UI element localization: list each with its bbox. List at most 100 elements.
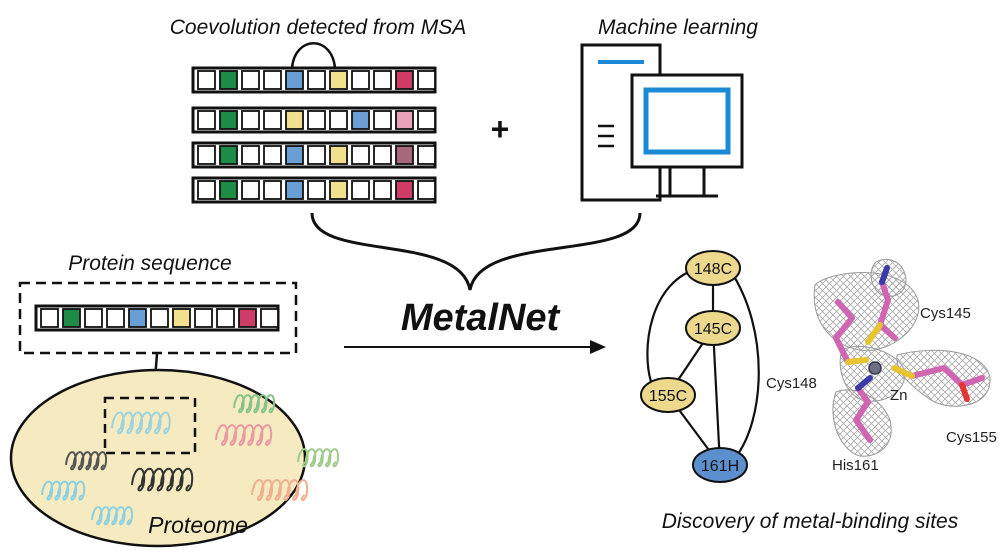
msa-cell [395, 180, 414, 200]
msa-cell [307, 110, 326, 130]
selected-protein-box [103, 396, 197, 455]
msa-cell [351, 70, 370, 90]
network-node-shape [685, 250, 741, 286]
msa-cell [373, 145, 392, 165]
msa-cell [241, 110, 260, 130]
msa-cell [285, 70, 304, 90]
msa-cell [329, 110, 348, 130]
residue-label-zn: Zn [890, 387, 908, 404]
msa-row [191, 176, 437, 204]
residue-label-cys145: Cys145 [920, 305, 971, 322]
protein-coil [215, 424, 273, 446]
protein-coil [131, 467, 194, 492]
msa-cell [373, 180, 392, 200]
network-node-label: 148C [694, 261, 732, 278]
msa-cell [263, 70, 282, 90]
msa-row [191, 66, 437, 94]
network-node-shape [685, 310, 741, 346]
coevolution-label: Coevolution detected from MSA [170, 16, 466, 39]
proteome-label: Proteome [148, 512, 248, 538]
msa-cell [219, 110, 238, 130]
protein-coil [111, 411, 171, 435]
protein-cell [40, 308, 59, 328]
computer-icon [580, 43, 744, 202]
protein-cell [150, 308, 169, 328]
protein-cell [238, 308, 257, 328]
machine-learning-label: Machine learning [598, 16, 758, 39]
metalnet-title: MetalNet [401, 297, 561, 339]
protein-coil [41, 480, 86, 501]
protein-coil [251, 479, 309, 501]
msa-block [191, 66, 437, 204]
plus-sign: + [491, 111, 510, 147]
network-node-label: 161H [701, 458, 739, 475]
residue-label-cys155: Cys155 [946, 429, 997, 446]
msa-cell [395, 70, 414, 90]
msa-cell [219, 70, 238, 90]
protein-cell [260, 308, 279, 328]
msa-cell [285, 110, 304, 130]
msa-cell [241, 180, 260, 200]
network-edge [646, 266, 701, 386]
network-node-shape [640, 377, 696, 413]
msa-cell [197, 70, 216, 90]
msa-cell [307, 145, 326, 165]
msa-cell [329, 145, 348, 165]
msa-cell [373, 110, 392, 130]
network-node-155c: 155C [640, 377, 696, 413]
protein-sequence-label: Protein sequence [68, 252, 231, 275]
network-node-shape [692, 447, 748, 483]
network-edge [711, 327, 722, 466]
msa-cell [219, 180, 238, 200]
msa-cell [263, 110, 282, 130]
protein-cell [128, 308, 147, 328]
msa-cell [351, 145, 370, 165]
msa-cell [197, 145, 216, 165]
coevolution-arc [290, 42, 337, 69]
msa-cell [241, 145, 260, 165]
protein-coil [91, 506, 134, 526]
msa-cell [307, 180, 326, 200]
msa-cell [351, 110, 370, 130]
electron-density-mesh [813, 258, 991, 457]
protein-cell [216, 308, 235, 328]
msa-cell [263, 145, 282, 165]
protein-coil [65, 451, 108, 471]
msa-row [191, 141, 437, 169]
discovery-label: Discovery of metal-binding sites [662, 510, 959, 533]
msa-cell [219, 145, 238, 165]
protein-sequence-row [34, 304, 280, 332]
protein-cell [62, 308, 81, 328]
protein-cell [172, 308, 191, 328]
network-node-label: 145C [694, 321, 732, 338]
msa-cell [197, 180, 216, 200]
zinc-ion [868, 361, 882, 375]
msa-cell [417, 180, 436, 200]
network-node-label: 155C [649, 388, 687, 405]
residue-sticks [833, 265, 985, 443]
residue-label-his161: His161 [832, 457, 879, 474]
network-node-161h: 161H [692, 447, 748, 483]
protein-coil [297, 448, 340, 468]
protein-sequence-box [18, 281, 298, 355]
msa-cell [329, 70, 348, 90]
protein-cell [106, 308, 125, 328]
protein-cell [84, 308, 103, 328]
metal-binding-network: 148C 145C 155C 161H [640, 250, 760, 483]
residue-label-cys148: Cys148 [766, 375, 817, 392]
msa-cell [197, 110, 216, 130]
network-edge [729, 269, 760, 459]
msa-cell [241, 70, 260, 90]
protein-cell [194, 308, 213, 328]
network-node-145c: 145C [685, 310, 741, 346]
proteome-proteins [41, 394, 340, 526]
msa-cell [373, 70, 392, 90]
msa-cell [417, 110, 436, 130]
msa-cell [395, 145, 414, 165]
metalnet-arrow-head [590, 340, 606, 354]
combine-brace [310, 212, 642, 291]
proteome-ellipse [9, 368, 307, 548]
msa-cell [285, 180, 304, 200]
